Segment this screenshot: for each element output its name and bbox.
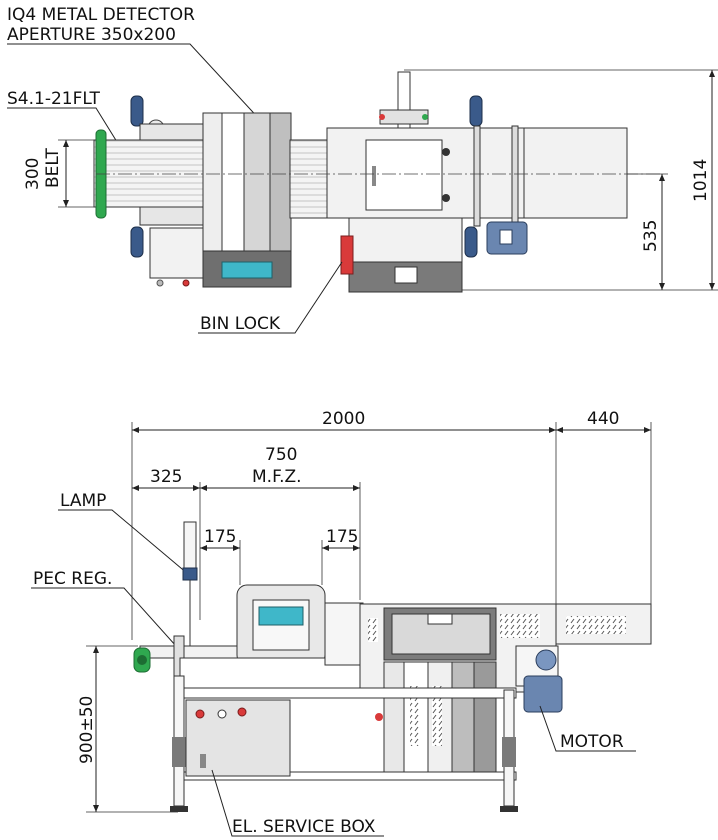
outfeed-extension <box>523 127 628 219</box>
bin-lock-side-icon <box>375 713 383 721</box>
service-box-knob2-icon <box>156 279 164 287</box>
belt-type-leader <box>7 107 123 151</box>
bin-vents-1 <box>410 686 420 746</box>
dim-mfz-value: 750 <box>265 445 297 465</box>
bin-lock-label: BIN LOCK <box>200 314 281 334</box>
motor-leader <box>539 705 636 752</box>
foot-right <box>500 806 518 812</box>
detector-screen <box>221 261 273 279</box>
foot-left <box>170 806 188 812</box>
door-hinge-top-icon <box>442 148 450 156</box>
frame-rail-side <box>173 687 517 699</box>
reject-bin-window <box>394 266 418 284</box>
lamp-label: LAMP <box>60 491 106 511</box>
dim-total-height: 1014 <box>691 159 711 202</box>
service-box-handle <box>200 754 206 768</box>
leg-right-pad <box>502 737 516 767</box>
outfeed-slots <box>566 616 626 634</box>
infeed-conveyor-side <box>139 645 241 659</box>
motor-gear-icon <box>535 649 557 671</box>
dim-gap-left: 175 <box>204 527 236 547</box>
valve-green-icon <box>422 114 428 120</box>
bin-vents-2 <box>432 686 442 746</box>
top-view: IQ4 METAL DETECTOR APERTURE 350x200 S4.1… <box>7 5 718 334</box>
motor-body <box>523 675 563 713</box>
detector-side-screen <box>258 606 304 626</box>
detector-label-line2: APERTURE 350x200 <box>7 25 176 45</box>
pec-sensor-icon <box>137 655 147 665</box>
service-box-leader <box>211 769 384 837</box>
lamp-leader <box>58 509 189 575</box>
infeed-belt <box>93 139 205 208</box>
detector-band-3 <box>269 112 292 252</box>
caster-wheel-bottom-left <box>130 226 144 258</box>
dim-gap-right: 175 <box>326 527 358 547</box>
switch-knob-icon <box>217 709 227 719</box>
reject-slots-left <box>368 618 378 642</box>
emergency-stop-icon <box>195 709 205 719</box>
bin-lock <box>340 235 354 275</box>
motor-top-flange <box>499 229 513 245</box>
detector-label-line1: IQ4 METAL DETECTOR <box>7 5 195 25</box>
height-dim: 900±50 <box>77 696 97 764</box>
dim-offset-left: 325 <box>150 467 182 487</box>
lamp-segment <box>182 567 198 581</box>
pre-reject-guard <box>324 602 364 666</box>
motor-label: MOTOR <box>560 732 624 752</box>
caster-wheel-bottom-right <box>464 226 478 258</box>
caster-wheel-top-right <box>469 95 483 127</box>
dim-extension: 440 <box>587 409 619 429</box>
middle-belt <box>289 139 329 219</box>
reject-cover-badge <box>427 613 453 625</box>
valve-red-icon <box>379 114 385 120</box>
leg-left-pad <box>172 737 186 767</box>
pec-leader <box>31 587 177 647</box>
door-hinge-bottom-icon <box>442 194 450 202</box>
detector-band-2 <box>243 112 271 252</box>
door-handle <box>372 166 376 186</box>
caster-wheel-top-left <box>130 95 144 127</box>
frame-post-far-right <box>511 125 519 227</box>
detector-leader <box>7 43 263 123</box>
service-box-top <box>149 227 205 279</box>
bin-panel-3 <box>451 661 475 773</box>
detector-band-1 <box>221 112 245 252</box>
dim-length: 2000 <box>322 409 365 429</box>
dim-mfz-label: M.F.Z. <box>252 467 302 487</box>
reject-slots-right <box>500 614 540 638</box>
belt-width-label: BELT <box>43 147 63 188</box>
pec-label: PEC REG. <box>33 569 112 589</box>
bin-lock-leader <box>198 261 343 334</box>
side-view: 2000 440 325 750 M.F.Z. 175 175 LAMP PEC… <box>31 409 652 837</box>
belt-type-label: S4.1-21FLT <box>7 89 101 109</box>
belt-width-value: 300 <box>23 158 43 190</box>
frame-post-right <box>473 125 481 227</box>
frame-rail-bottom <box>139 206 207 226</box>
frame-rail-top <box>139 123 207 141</box>
bin-panel-4 <box>473 661 497 773</box>
dim-bin-offset: 535 <box>641 220 661 252</box>
switch-red-icon <box>237 707 247 717</box>
pneumatic-valve-block <box>379 109 429 125</box>
reject-door <box>365 139 443 211</box>
service-box-label: EL. SERVICE BOX <box>232 817 376 837</box>
service-box-knob-icon <box>182 279 190 287</box>
